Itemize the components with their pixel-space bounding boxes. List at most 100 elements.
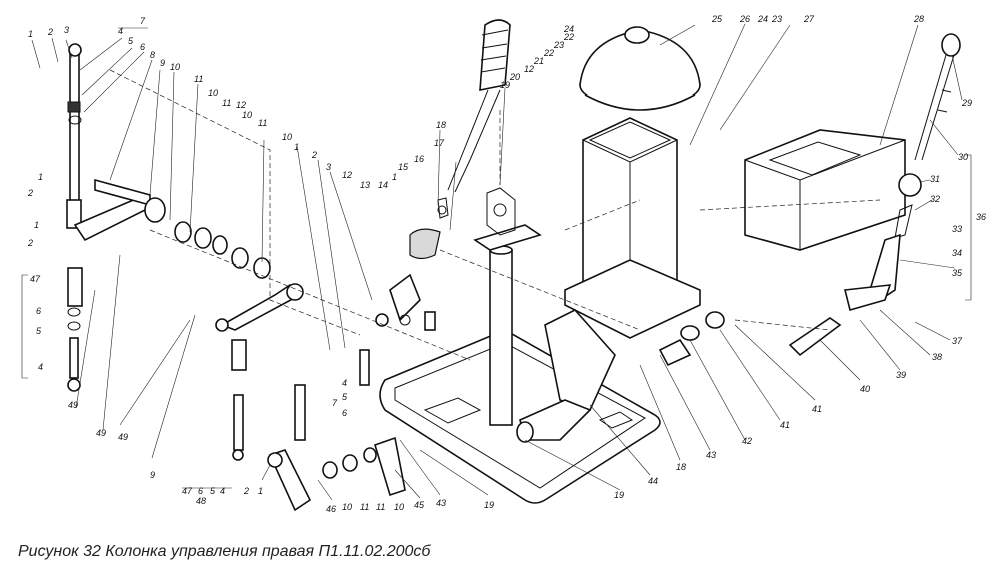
label-5d: 5: [342, 392, 348, 402]
label-32: 32: [930, 194, 940, 204]
label-1a: 1: [28, 29, 33, 39]
label-5c: 5: [210, 486, 216, 496]
label-11d: 11: [376, 502, 385, 512]
label-38: 38: [932, 352, 942, 362]
label-23a: 23: [553, 40, 564, 50]
label-1d: 1: [294, 142, 299, 152]
figure-caption: Рисунок 32 Колонка управления правая П1.…: [18, 543, 431, 560]
label-35: 35: [952, 268, 963, 278]
lower-link-assembly: [231, 339, 406, 512]
label-6a: 6: [140, 42, 145, 52]
right-lever: [869, 33, 961, 302]
label-39: 39: [896, 370, 906, 380]
label-19c: 19: [484, 500, 494, 510]
label-19a: 19: [500, 80, 510, 90]
label-4a: 4: [118, 26, 123, 36]
label-1b: 1: [38, 172, 43, 182]
label-2c: 2: [27, 238, 33, 248]
label-4c: 4: [220, 486, 225, 496]
leader-lines: [31, 23, 963, 501]
label-44: 44: [648, 476, 658, 486]
label-26: 26: [739, 14, 750, 24]
base-plate: [379, 329, 661, 504]
part-labels: 1 2 3 7 4 5 6 8 9 10 11 10 11 12 10 11 1…: [27, 14, 986, 514]
label-8: 8: [150, 50, 155, 60]
label-9b: 9: [150, 470, 155, 480]
label-12c: 12: [524, 64, 534, 74]
label-4d: 4: [342, 378, 347, 388]
label-19b: 19: [614, 490, 624, 500]
vertical-column: [473, 187, 542, 426]
label-40: 40: [860, 384, 870, 394]
right-cover: [744, 129, 906, 251]
label-47b: 47: [182, 486, 193, 496]
label-31: 31: [930, 174, 940, 184]
label-10a: 10: [170, 62, 180, 72]
label-28: 28: [913, 14, 924, 24]
label-13: 13: [360, 180, 370, 190]
label-30: 30: [958, 152, 968, 162]
label-3a: 3: [64, 25, 69, 35]
label-12b: 12: [342, 170, 352, 180]
label-21: 21: [533, 56, 544, 66]
shift-rod-assembly: [516, 284, 892, 443]
label-11e: 11: [360, 502, 369, 512]
label-1f: 1: [258, 486, 263, 496]
label-6d: 6: [342, 408, 347, 418]
label-10f: 10: [342, 502, 352, 512]
label-2b: 2: [27, 188, 33, 198]
label-16: 16: [414, 154, 424, 164]
label-20: 20: [509, 72, 520, 82]
gear-lever: [437, 19, 511, 219]
label-11b: 11: [222, 98, 231, 108]
label-34: 34: [952, 248, 962, 258]
label-49a: 49: [68, 400, 78, 410]
label-41b: 41: [780, 420, 790, 430]
label-6b: 6: [36, 306, 41, 316]
label-22b: 22: [563, 32, 574, 42]
boot-cover: [579, 26, 701, 111]
label-33: 33: [952, 224, 962, 234]
label-14: 14: [378, 180, 388, 190]
label-5a: 5: [128, 36, 134, 46]
label-9a: 9: [160, 58, 165, 68]
label-10e: 10: [394, 502, 404, 512]
label-49b: 49: [96, 428, 106, 438]
label-3b: 3: [326, 162, 331, 172]
label-6c: 6: [198, 486, 203, 496]
label-47a: 47: [30, 274, 41, 284]
label-45: 45: [414, 500, 425, 510]
label-11c: 11: [258, 118, 267, 128]
label-43a: 43: [706, 450, 716, 460]
label-2e: 2: [243, 486, 249, 496]
label-43b: 43: [436, 498, 446, 508]
label-42: 42: [742, 436, 752, 446]
label-10b: 10: [208, 88, 218, 98]
label-5b: 5: [36, 326, 42, 336]
label-15: 15: [398, 162, 409, 172]
label-17: 17: [434, 138, 445, 148]
label-2a: 2: [47, 27, 53, 37]
label-10c: 10: [242, 110, 252, 120]
label-10d: 10: [282, 132, 292, 142]
label-4b: 4: [38, 362, 43, 372]
left-link-assembly: [66, 43, 157, 392]
center-lines: [109, 69, 881, 361]
label-24a: 24: [563, 24, 574, 34]
label-1c: 1: [34, 220, 39, 230]
label-46: 46: [326, 504, 336, 514]
label-41a: 41: [812, 404, 822, 414]
label-18a: 18: [436, 120, 446, 130]
label-1e: 1: [392, 172, 397, 182]
label-37: 37: [952, 336, 963, 346]
label-36: 36: [976, 212, 986, 222]
label-24b: 24: [757, 14, 768, 24]
label-12a: 12: [236, 100, 246, 110]
label-11a: 11: [194, 74, 203, 84]
label-7b: 7: [332, 398, 338, 408]
group-brackets: [21, 27, 972, 489]
label-48: 48: [196, 496, 206, 506]
column-housing: [564, 117, 701, 339]
